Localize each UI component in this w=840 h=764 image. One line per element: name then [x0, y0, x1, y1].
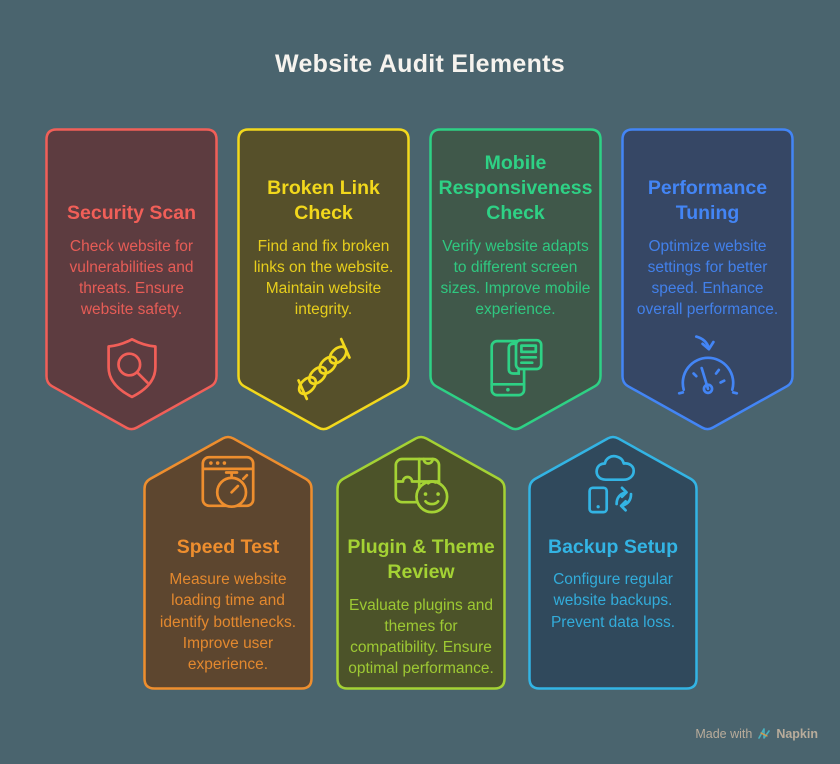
- browser-stopwatch-icon: [192, 450, 264, 522]
- card-body: Configure regular website backups. Preve…: [550, 571, 676, 631]
- watermark-prefix: Made with: [695, 727, 753, 741]
- card-performance-tuning: Performance Tuning Optimize website sett…: [621, 128, 794, 433]
- card-body: Find and fix broken links on the website…: [253, 237, 394, 318]
- banner-down-shape: [621, 128, 794, 431]
- card-speed-test: Speed Test Measure website loading time …: [143, 434, 313, 690]
- card-content: Broken Link Check Find and fix broken li…: [237, 128, 410, 433]
- banner-down-shape: [45, 128, 218, 431]
- card-title: Performance Tuning: [647, 177, 768, 225]
- card-broken-link-check: Broken Link Check Find and fix broken li…: [237, 128, 410, 433]
- card-title: Broken Link Check: [267, 177, 380, 225]
- card-mobile-responsiveness-check: Mobile Responsiveness Check Verify websi…: [429, 128, 602, 433]
- card-body: Optimize website settings for better spe…: [636, 237, 779, 318]
- speedometer-icon: [672, 333, 744, 405]
- card-content: Plugin & Theme Review Evaluate plugins a…: [336, 434, 506, 690]
- card-body: Verify website adapts to different scree…: [440, 237, 591, 318]
- banner-up-shape: [336, 435, 506, 690]
- mobile-preview-icon: [480, 333, 552, 405]
- watermark-brand: Napkin: [776, 727, 818, 741]
- card-title: Plugin & Theme Review: [347, 536, 495, 584]
- banner-up-shape: [528, 435, 698, 690]
- card-backup-setup: Backup Setup Configure regular website b…: [528, 434, 698, 690]
- banner-up-shape: [143, 435, 313, 690]
- napkin-logo-icon: [758, 728, 771, 739]
- card-body: Measure website loading time and identif…: [159, 571, 297, 673]
- banner-down-shape: [429, 128, 602, 431]
- shield-search-icon: [96, 333, 168, 405]
- card-title: Backup Setup: [547, 536, 679, 558]
- card-content: Mobile Responsiveness Check Verify websi…: [429, 128, 602, 433]
- cloud-sync-icon: [577, 450, 649, 522]
- card-content: Security Scan Check website for vulnerab…: [45, 128, 218, 433]
- puzzle-smiley-icon: [385, 450, 457, 522]
- card-content: Performance Tuning Optimize website sett…: [621, 128, 794, 433]
- card-title: Security Scan: [67, 202, 196, 225]
- card-body: Evaluate plugins and themes for compatib…: [348, 596, 494, 677]
- card-security-scan: Security Scan Check website for vulnerab…: [45, 128, 218, 433]
- broken-chain-icon: [288, 333, 360, 405]
- card-content: Backup Setup Configure regular website b…: [528, 434, 698, 690]
- card-body: Check website for vulnerabilities and th…: [69, 237, 194, 318]
- page-title: Website Audit Elements: [275, 50, 565, 78]
- card-title: Speed Test: [176, 536, 280, 558]
- banner-down-shape: [237, 128, 410, 431]
- card-plugin-theme-review: Plugin & Theme Review Evaluate plugins a…: [336, 434, 506, 690]
- card-title: Mobile Responsiveness Check: [438, 151, 593, 225]
- napkin-watermark-link[interactable]: Made with Napkin: [695, 727, 818, 741]
- card-content: Speed Test Measure website loading time …: [143, 434, 313, 690]
